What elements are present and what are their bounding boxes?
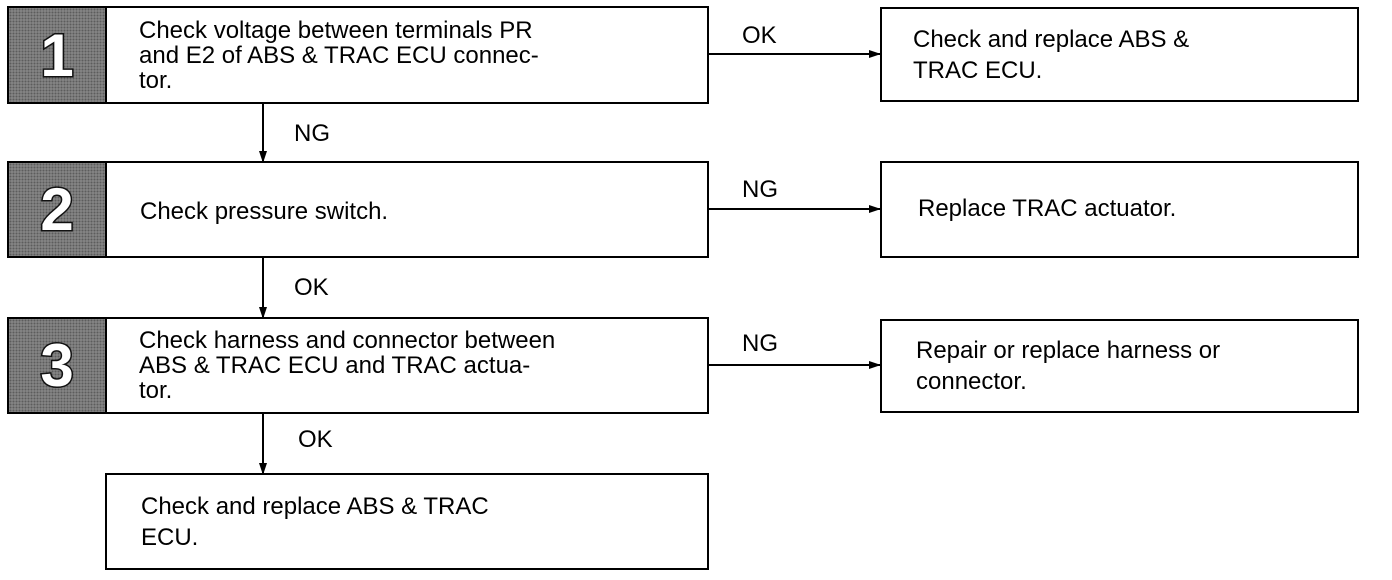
step-2-number: 2 xyxy=(9,163,107,256)
step-1-number: 1 xyxy=(9,8,107,102)
step-3-box: 3 Check harness and connector between AB… xyxy=(7,317,709,414)
step-3-number: 3 xyxy=(9,319,107,412)
step-1-branch-label: OK xyxy=(742,22,777,49)
step-3-text: Check harness and connector between ABS … xyxy=(139,327,556,404)
step-2-next-label: OK xyxy=(294,274,329,301)
step-1-next-label: NG xyxy=(294,120,330,147)
step-1-result-box: Check and replace ABS & TRAC ECU. xyxy=(880,7,1359,102)
step-3-next-label: OK xyxy=(298,426,333,453)
step-2-branch-label: NG xyxy=(742,176,778,203)
step-1-text: Check voltage between terminals PR and E… xyxy=(139,16,539,94)
step-2-result-box: Replace TRAC actuator. xyxy=(880,161,1359,258)
step-3-result-box: Repair or replace harness or connector. xyxy=(880,319,1359,413)
step-2-text: Check pressure switch. xyxy=(140,198,389,225)
final-action-box: Check and replace ABS & TRAC ECU. xyxy=(105,473,709,570)
step-2-box: 2 Check pressure switch. xyxy=(7,161,709,258)
step-3-branch-label: NG xyxy=(742,330,778,357)
step-1-box: 1 Check voltage between terminals PR and… xyxy=(7,6,709,104)
